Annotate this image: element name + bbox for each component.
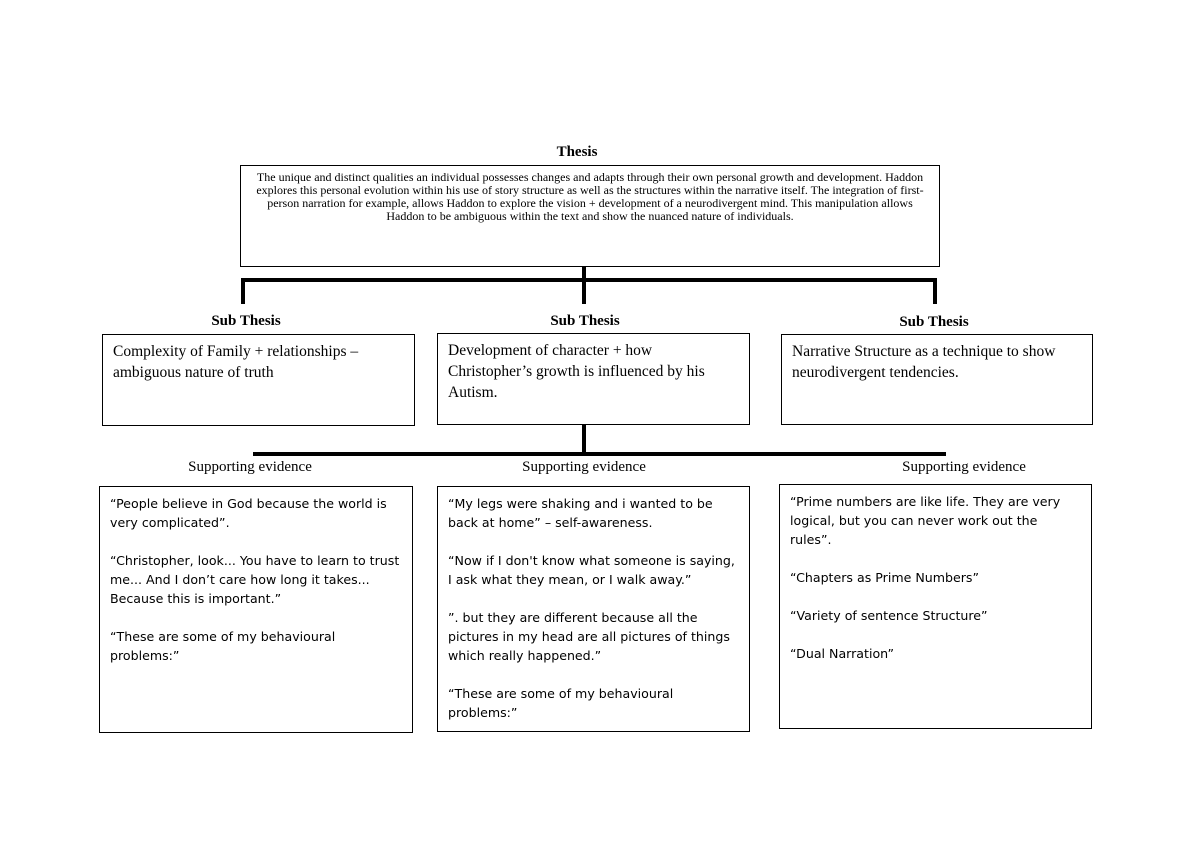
evidence-quote: “Variety of sentence Structure” <box>790 608 988 623</box>
sub-thesis-box-3: Narrative Structure as a technique to sh… <box>781 334 1093 425</box>
evidence-list: “Prime numbers are like life. They are v… <box>780 485 1091 670</box>
connector-evidence-bar <box>253 452 946 456</box>
evidence-box-2: “My legs were shaking and i wanted to be… <box>437 486 750 732</box>
thesis-text: The unique and distinct qualities an ind… <box>256 170 924 223</box>
evidence-list: “My legs were shaking and i wanted to be… <box>438 487 749 729</box>
connector-left-drop <box>241 278 245 304</box>
evidence-box-1: “People believe in God because the world… <box>99 486 413 733</box>
connector-top-bar <box>241 278 937 282</box>
evidence-box-3: “Prime numbers are like life. They are v… <box>779 484 1092 729</box>
thesis-box: The unique and distinct qualities an ind… <box>240 165 940 267</box>
sub-thesis-text: Complexity of Family + relationships – a… <box>113 343 359 381</box>
sub-thesis-heading: Sub Thesis <box>194 313 298 330</box>
thesis-heading: Thesis <box>520 144 634 161</box>
evidence-list: “People believe in God because the world… <box>100 487 412 672</box>
sub-thesis-heading: Sub Thesis <box>533 313 637 330</box>
sub-thesis-text: Narrative Structure as a technique to sh… <box>792 343 1056 381</box>
connector-evidence-stem <box>582 425 586 455</box>
sub-thesis-box-1: Complexity of Family + relationships – a… <box>102 334 415 426</box>
connector-mid-drop <box>582 278 586 304</box>
evidence-quote: “Prime numbers are like life. They are v… <box>790 494 1061 547</box>
evidence-quote: “Christopher, look... You have to learn … <box>110 553 400 606</box>
evidence-quote: “Chapters as Prime Numbers” <box>790 570 980 585</box>
evidence-quote: “These are some of my behavioural proble… <box>448 686 674 720</box>
evidence-label: Supporting evidence <box>188 459 312 475</box>
evidence-quote: “Dual Narration” <box>790 646 894 661</box>
evidence-label: Supporting evidence <box>522 459 646 475</box>
evidence-quote: “My legs were shaking and i wanted to be… <box>448 496 713 530</box>
connector-right-drop <box>933 278 937 304</box>
evidence-label: Supporting evidence <box>902 459 1026 475</box>
sub-thesis-heading: Sub Thesis <box>882 314 986 331</box>
evidence-quote: “People believe in God because the world… <box>110 496 387 530</box>
connector-thesis-stem <box>582 266 586 280</box>
evidence-quote: “These are some of my behavioural proble… <box>110 629 336 663</box>
sub-thesis-box-2: Development of character + how Christoph… <box>437 333 750 425</box>
evidence-quote: ”. but they are different because all th… <box>448 610 730 663</box>
sub-thesis-text: Development of character + how Christoph… <box>448 342 705 401</box>
evidence-quote: “Now if I don't know what someone is say… <box>448 553 735 587</box>
